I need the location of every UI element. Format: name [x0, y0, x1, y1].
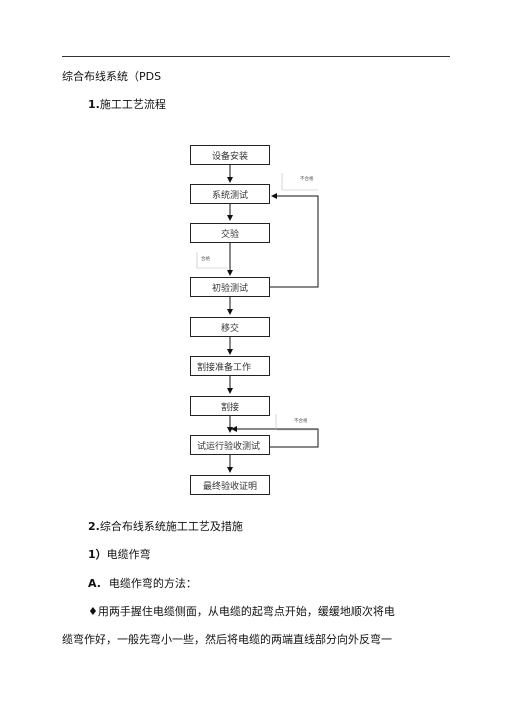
flow-note-1: 不合格: [300, 177, 314, 182]
subsection-1-number: 1）: [88, 548, 107, 561]
section-1-number: 1.: [88, 98, 100, 111]
section-1-heading: 1.施工工艺流程: [88, 98, 166, 112]
section-2-title: 综合布线系统施工工艺及措施: [99, 520, 243, 533]
flow-note-2: 合格: [201, 257, 210, 262]
note-3-bracket: [275, 414, 318, 431]
flow-step-4: 初验测试: [190, 277, 270, 297]
section-2-heading: 2.综合布线系统施工工艺及措施: [88, 520, 243, 534]
section-2-number: 2.: [88, 520, 100, 533]
paragraph-line-1: ♦用两手握住电缆侧面，从电缆的起弯点开始，缓缓地顺次将电: [88, 605, 395, 618]
subsection-a-number: A.: [88, 577, 101, 590]
paragraph-line-2: 缆弯作好，一般先弯小一些，然后将电缆的两端直线部分向外反弯一: [62, 633, 392, 646]
flow-step-5: 移交: [190, 317, 270, 337]
header-rule: [62, 56, 450, 57]
flow-note-3: 不合格: [294, 419, 308, 424]
subsection-a-heading: A. 电缆作弯的方法：: [88, 577, 197, 591]
flow-step-7: 割接: [190, 396, 270, 416]
subsection-1-title: 电缆作弯: [106, 548, 151, 561]
flow-step-1: 设备安装: [190, 145, 270, 165]
feedback-loop-1: [270, 193, 319, 288]
feedback-loop-2: [231, 426, 319, 448]
flow-step-2: 系统测试: [190, 184, 270, 204]
note-1-bracket: [281, 173, 318, 191]
doc-heading: 综合布线系统（PDS: [62, 70, 162, 83]
subsection-1-heading: 1）电缆作弯: [88, 548, 151, 562]
flow-step-3: 交验: [190, 223, 270, 243]
subsection-a-title: 电缆作弯的方法：: [108, 577, 197, 590]
section-1-title: 施工工艺流程: [99, 98, 166, 111]
flow-step-6: 割接准备工作: [190, 356, 270, 376]
flow-step-9: 最终验收证明: [190, 475, 270, 495]
flow-step-8: 试运行验收测试: [190, 435, 270, 455]
note-2-bracket: [196, 252, 228, 269]
